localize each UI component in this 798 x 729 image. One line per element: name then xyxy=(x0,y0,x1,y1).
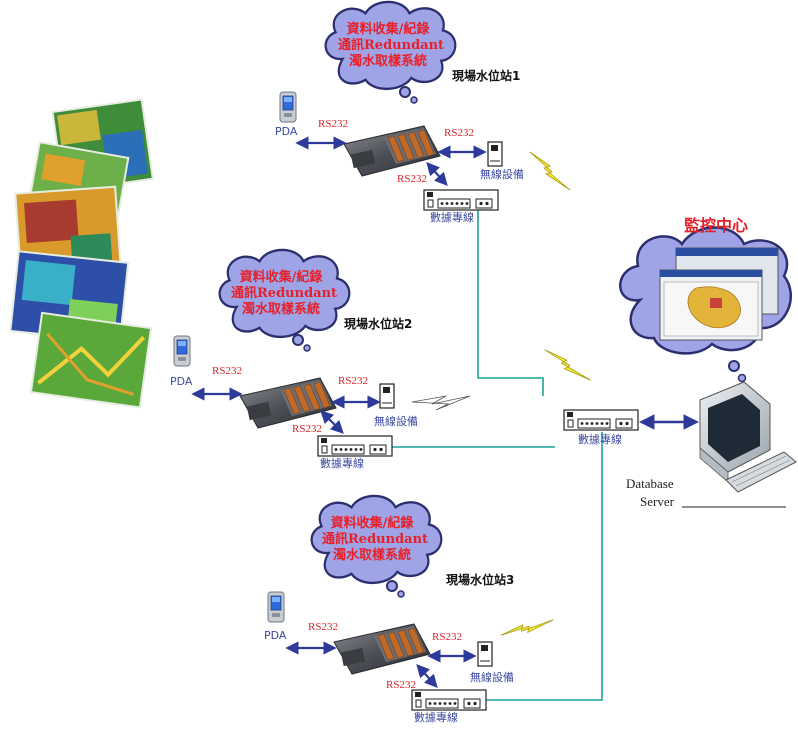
site-1-cloud-line-2: 通訊Redundant xyxy=(338,38,445,53)
site-1-rs232-right: RS232 xyxy=(444,127,474,139)
site-1-modem-label: 數據專線 xyxy=(430,211,474,224)
site-1-rs232-down: RS232 xyxy=(397,173,427,185)
site-3-rs232-right: RS232 xyxy=(432,631,462,643)
site-1-modem-icon xyxy=(423,189,499,211)
site-1-rs232-left: RS232 xyxy=(318,118,348,130)
site-2 xyxy=(173,248,471,457)
site-2-rs232-down: RS232 xyxy=(292,423,322,435)
monitoring-screens-image xyxy=(659,247,779,341)
site-3-lightning-icon xyxy=(500,600,554,655)
site-2-pda-label: PDA xyxy=(170,375,193,388)
site-1-lightning-icon xyxy=(529,151,571,191)
map-collage-image xyxy=(9,98,154,409)
data-line-network xyxy=(372,206,603,701)
database-label-line1: Database xyxy=(626,476,674,491)
site-3-radio-icon xyxy=(477,641,493,667)
site-2-rs232-right: RS232 xyxy=(338,375,368,387)
site-1-pda-label: PDA xyxy=(275,125,298,138)
site-1-cloud-line-3: 濁水取樣系統 xyxy=(348,54,427,69)
site-2-radio-icon xyxy=(379,383,395,409)
site-2-controller-icon xyxy=(239,377,337,429)
site-2-rs232-left: RS232 xyxy=(212,365,242,377)
hub-modem-icon xyxy=(563,409,639,431)
site-2-cloud-line-1: 資料收集/紀錄 xyxy=(239,270,323,285)
site-3-wireless-label: 無線設備 xyxy=(470,671,514,684)
site-3-pda-label: PDA xyxy=(264,629,287,642)
site-2-pda-icon xyxy=(173,335,191,367)
site-1-pda-icon xyxy=(279,91,297,123)
site-2-cloud-line-2: 通訊Redundant xyxy=(231,286,338,301)
database-server-icon xyxy=(699,381,797,493)
site-3-cloud-text: 資料收集/紀錄 通訊Redundant 濁水取樣系統 xyxy=(322,516,429,564)
site-1-wireless-label: 無線設備 xyxy=(480,168,524,181)
site-3-modem-label: 數據專線 xyxy=(414,711,458,724)
control-center xyxy=(544,226,793,388)
site-3-controller-icon xyxy=(333,623,431,675)
control-center-title: 監控中心 xyxy=(684,216,749,235)
site-3-rs232-left: RS232 xyxy=(308,621,338,633)
site-2-wireless-label: 無線設備 xyxy=(374,415,418,428)
site-2-cloud-text: 資料收集/紀錄 通訊Redundant 濁水取樣系統 xyxy=(231,270,338,318)
site-1-cloud-text: 資料收集/紀錄 通訊Redundant 濁水取樣系統 xyxy=(338,22,445,70)
site-2-cloud-line-3: 濁水取樣系統 xyxy=(241,302,320,317)
site-3-pda-icon xyxy=(267,591,285,623)
site-1-cloud-line-1: 資料收集/紀錄 xyxy=(346,22,430,37)
site-3-name: 現場水位站3 xyxy=(446,573,515,587)
site-3-rs232-down: RS232 xyxy=(386,679,416,691)
site-2-lightning-icon xyxy=(411,395,471,411)
site-2-name: 現場水位站2 xyxy=(344,317,413,331)
site-1-name: 現場水位站1 xyxy=(452,69,521,83)
site-2-modem-label: 數據專線 xyxy=(320,457,364,470)
site-3 xyxy=(267,494,554,711)
site-3-modem-icon xyxy=(411,689,487,711)
site-2-modem-icon xyxy=(317,435,393,457)
site-1-controller-icon xyxy=(343,125,441,177)
site-3-cloud-line-1: 資料收集/紀錄 xyxy=(330,516,414,531)
hub-modem-label: 數據專線 xyxy=(578,433,622,446)
control-center-lightning-icon xyxy=(544,342,592,388)
site-3-cloud-line-3: 濁水取樣系統 xyxy=(332,548,411,563)
site-1-radio-icon xyxy=(487,141,503,167)
database-label-line2: Server xyxy=(640,494,674,509)
site-3-cloud-line-2: 通訊Redundant xyxy=(322,532,429,547)
site-1 xyxy=(279,0,571,211)
